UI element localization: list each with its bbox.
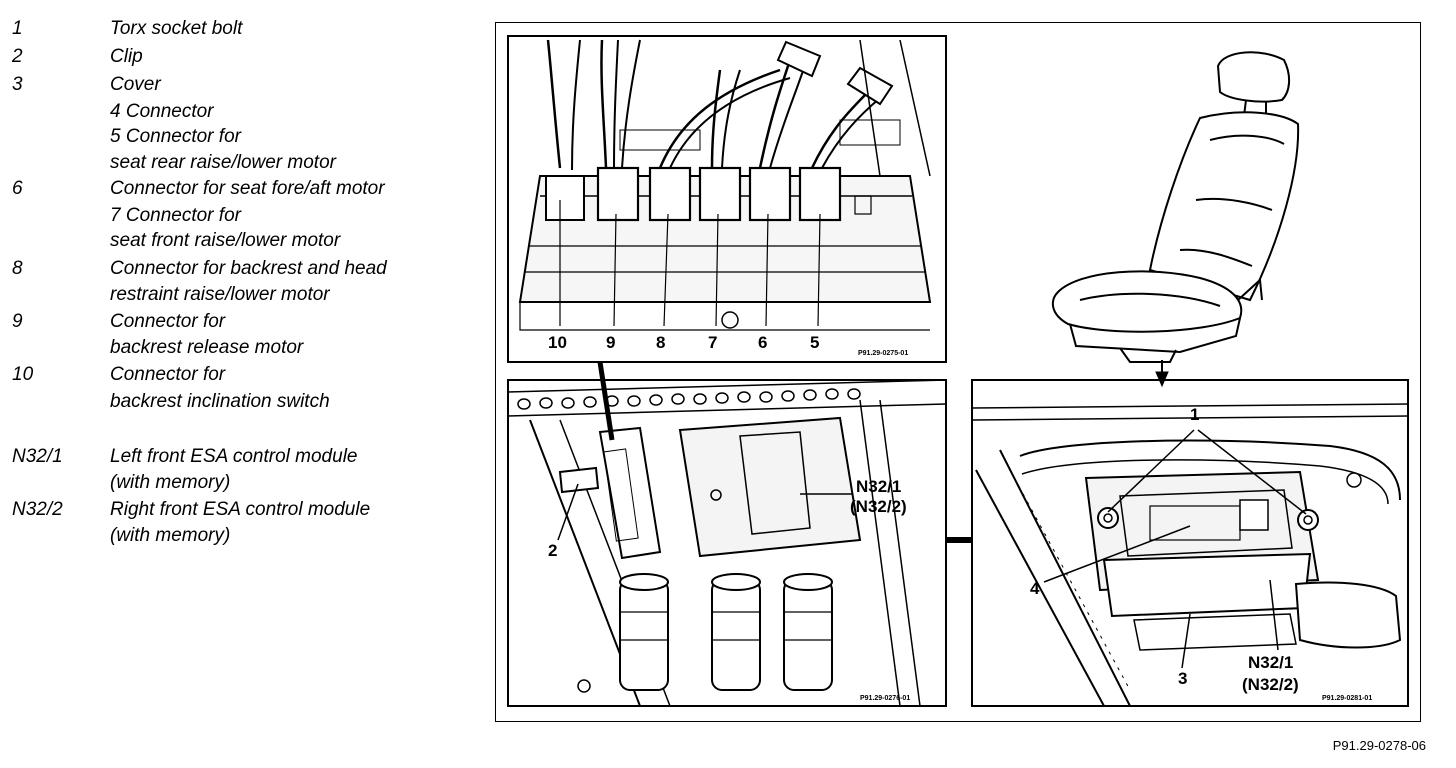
legend-key: 6 xyxy=(12,178,23,199)
figure-reference: P91.29-0278-06 xyxy=(1332,738,1426,753)
underseat-panel xyxy=(971,379,1409,707)
legend-key: 8 xyxy=(12,258,23,279)
legend-key: 3 xyxy=(12,74,23,95)
legend-desc: (with memory) xyxy=(110,472,231,493)
legend-desc: (with memory) xyxy=(110,525,231,546)
callout-connector-7: 7 xyxy=(708,333,717,352)
callout-connector-10: 10 xyxy=(548,333,567,352)
diagram-frame xyxy=(495,22,1421,722)
callout-connector-6: 6 xyxy=(758,333,767,352)
panel-ref-connectors: P91.29-0275-01 xyxy=(858,350,908,357)
callout-clip: 2 xyxy=(548,541,557,560)
legend-desc: seat rear raise/lower motor xyxy=(110,152,336,173)
callout-module-n32-2: (N32/2) xyxy=(1242,675,1299,694)
callout-connector-4: 4 xyxy=(1030,579,1040,598)
seat-illustration xyxy=(1051,51,1300,363)
connectors-panel xyxy=(507,35,947,363)
callout-bolt: 1 xyxy=(1190,405,1199,424)
legend-key: N32/1 xyxy=(12,446,63,467)
legend-desc: Cover xyxy=(110,74,161,95)
legend-desc: Connector for backrest and head xyxy=(110,258,387,279)
legend-desc: Torx socket bolt xyxy=(110,18,243,39)
legend-desc: backrest release motor xyxy=(110,337,304,358)
legend-key: 1 xyxy=(12,18,23,39)
legend-desc: Right front ESA control module xyxy=(110,499,371,520)
legend-desc: seat front raise/lower motor xyxy=(110,230,341,251)
legend-desc: 4 Connector xyxy=(110,101,214,122)
legend: 1 Torx socket bolt 2 Clip 3 Cover 4 Conn… xyxy=(0,0,480,560)
legend-key: 10 xyxy=(12,364,34,385)
legend-key: 9 xyxy=(12,311,23,332)
panel-ref-module: P91.29-0276-01 xyxy=(860,695,910,702)
legend-desc: backrest inclination switch xyxy=(110,391,330,412)
callout-connector-8: 8 xyxy=(656,333,665,352)
callout-connector-9: 9 xyxy=(606,333,615,352)
legend-desc: Connector for xyxy=(110,311,226,332)
callout-cover: 3 xyxy=(1178,669,1187,688)
callout-module-n32-1: N32/1 xyxy=(856,477,901,496)
legend-key: N32/2 xyxy=(12,499,63,520)
callout-module-n32-1: N32/1 xyxy=(1248,653,1293,672)
panel-link-bar xyxy=(597,361,615,441)
panel-ref-underseat: P91.29-0281-01 xyxy=(1322,695,1372,702)
legend-desc: Left front ESA control module xyxy=(110,446,358,467)
legend-key: 2 xyxy=(12,46,23,67)
callout-connector-5: 5 xyxy=(810,333,819,352)
legend-desc: 7 Connector for xyxy=(110,205,241,226)
module-panel xyxy=(507,379,947,707)
callout-module-n32-2: (N32/2) xyxy=(850,497,907,516)
legend-desc: Connector for xyxy=(110,364,226,385)
legend-desc: restraint raise/lower motor xyxy=(110,284,330,305)
legend-desc: Clip xyxy=(110,46,143,67)
legend-desc: 5 Connector for xyxy=(110,126,241,147)
legend-desc: Connector for seat fore/aft motor xyxy=(110,178,385,199)
